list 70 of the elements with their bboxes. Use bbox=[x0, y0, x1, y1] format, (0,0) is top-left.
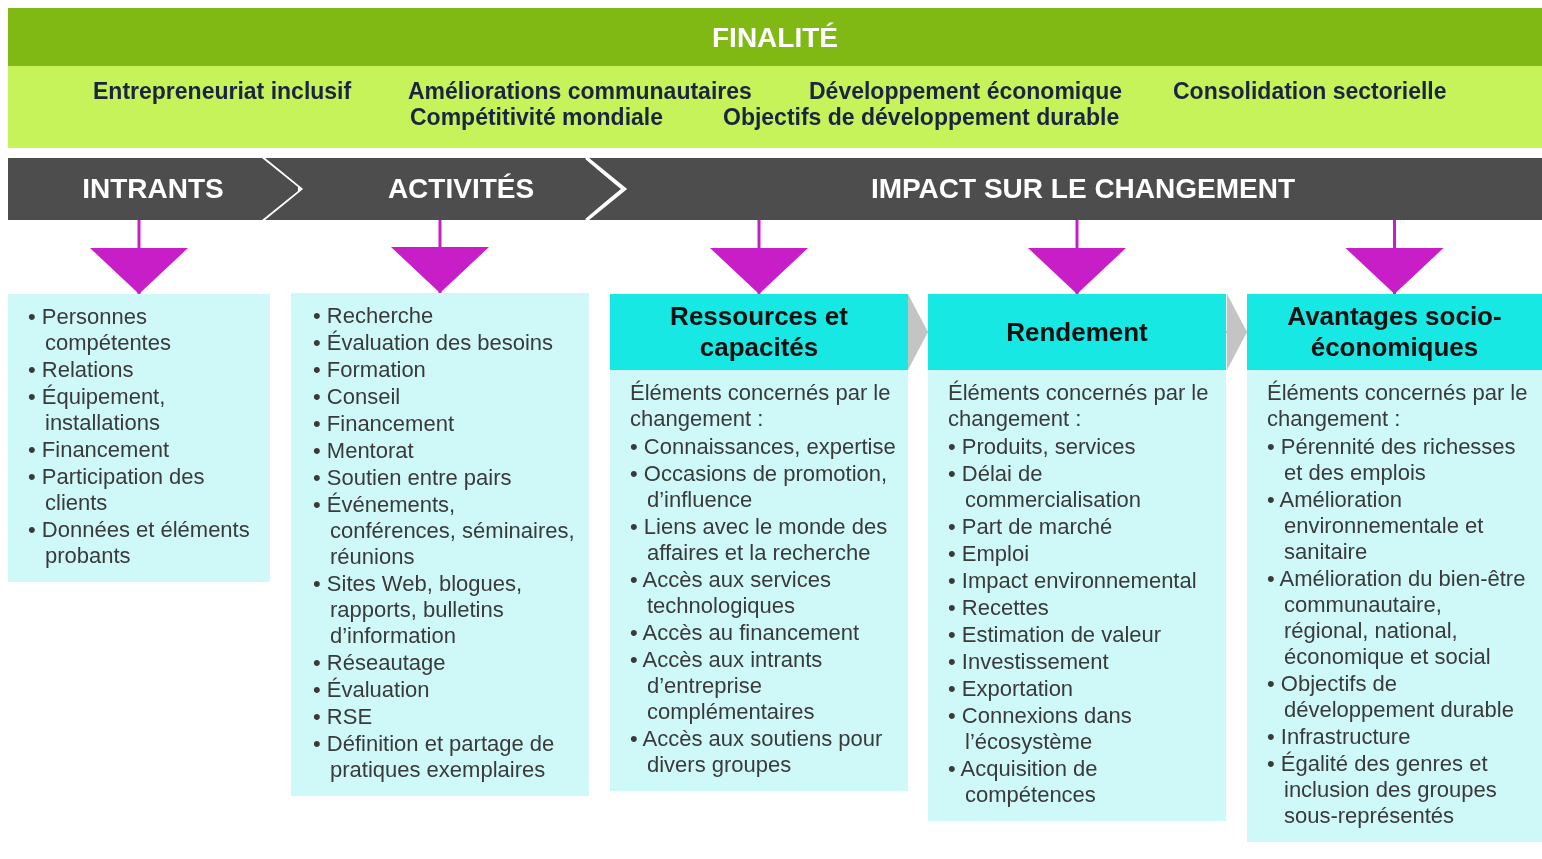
list-item: • Égalité des genres et inclusion des groupes sous-représentés bbox=[1267, 751, 1498, 829]
list-item: • Connexions dans l’écosystème bbox=[948, 703, 1133, 755]
list-panel bbox=[8, 294, 270, 582]
list-item: • Soutien entre pairs bbox=[313, 465, 513, 491]
goal-text: Consolidation sectorielle bbox=[1173, 78, 1447, 105]
goal-text: Compétitivité mondiale bbox=[410, 104, 664, 131]
list-item: • Emploi bbox=[948, 541, 1031, 567]
list-item: • Connaissances, expertise bbox=[630, 434, 897, 460]
list-item: • Définition et partage de pratiques exemplaires bbox=[313, 731, 556, 783]
list-item: • Exportation bbox=[948, 676, 1075, 702]
list-item: • Part de marché bbox=[948, 514, 1114, 540]
list-item: • Conseil bbox=[313, 384, 402, 410]
goal-text: Objectifs de développement durable bbox=[723, 104, 1120, 131]
list-item: • Occasions de promotion, d’influence bbox=[630, 461, 889, 513]
list-item: • Formation bbox=[313, 357, 427, 383]
list-item: • Financement bbox=[313, 411, 455, 437]
arrow bbox=[908, 294, 928, 370]
down-arrow bbox=[1028, 220, 1126, 294]
intro-text: Éléments concernés par le changement : bbox=[948, 380, 1210, 432]
list-item: • Acquisition de compétences bbox=[948, 756, 1099, 808]
header-band bbox=[8, 8, 1542, 66]
card-heading: Avantages socio-économiques bbox=[1247, 294, 1542, 370]
list-item: • Objectifs de développement durable bbox=[1267, 671, 1515, 723]
list-item: • Participation des clients bbox=[28, 464, 206, 516]
list-item: • Estimation de valeur bbox=[948, 622, 1163, 648]
down-arrow bbox=[90, 220, 188, 294]
down-arrow bbox=[1345, 220, 1444, 294]
list-item: • Liens avec le monde des affaires et la recherche bbox=[630, 514, 889, 566]
list-item: • Évaluation bbox=[313, 677, 431, 703]
list-item: • Personnes compétentes bbox=[28, 304, 172, 356]
goal-text: Améliorations communautaires bbox=[408, 78, 752, 105]
card-heading: Ressources et capacités bbox=[610, 294, 908, 370]
goal-text: Entrepreneuriat inclusif bbox=[93, 78, 352, 105]
list-item: • Impact environnemental bbox=[948, 568, 1198, 594]
list-item: • Recherche bbox=[313, 303, 435, 329]
list-item: • Accès aux soutiens pour divers groupes bbox=[630, 726, 884, 778]
list-item: • Financement bbox=[28, 437, 170, 463]
list-item: • Équipement, installations bbox=[28, 384, 167, 436]
list-item: • Amélioration environnementale et sanitaire bbox=[1267, 487, 1485, 565]
list-item: • Produits, services bbox=[948, 434, 1137, 460]
goals-band bbox=[8, 66, 1542, 148]
column-card bbox=[610, 294, 908, 791]
list-item: • RSE bbox=[313, 704, 374, 730]
list-item: • Recettes bbox=[948, 595, 1050, 621]
goal-text: Développement économique bbox=[809, 78, 1123, 105]
list-item: • Évaluation des besoins bbox=[313, 330, 555, 356]
card-heading: Rendement bbox=[928, 294, 1226, 370]
list-item: • Données et éléments probants bbox=[28, 517, 251, 569]
list-item: • Pérennité des richesses et des emplois bbox=[1267, 434, 1517, 486]
list-item: • Réseautage bbox=[313, 650, 447, 676]
list-item: • Relations bbox=[28, 357, 135, 383]
list-item: • Investissement bbox=[948, 649, 1110, 675]
band-title: FINALITÉ bbox=[712, 22, 838, 54]
list-item: • Accès aux intrants d’entreprise complémentaires bbox=[630, 647, 824, 725]
column-card bbox=[1247, 294, 1542, 842]
list-panel bbox=[291, 293, 589, 796]
list-item: • Mentorat bbox=[313, 438, 415, 464]
list-item: • Accès aux services technologiques bbox=[630, 567, 832, 619]
intro-text: Éléments concernés par le changement : bbox=[1267, 380, 1528, 432]
list-item: • Accès au financement bbox=[630, 620, 861, 646]
list-item: • Infrastructure bbox=[1267, 724, 1412, 750]
list-item: • Délai de commercialisation bbox=[948, 461, 1143, 513]
arrow bbox=[1226, 294, 1247, 370]
column-card bbox=[928, 294, 1226, 821]
intro-text: Éléments concernés par le changement : bbox=[630, 380, 892, 432]
down-arrow bbox=[710, 220, 808, 294]
list-item: • Amélioration du bien-être communautaire, régional, national, économique et social bbox=[1267, 566, 1527, 670]
list-item: • Événements, conférences, séminaires, réunions bbox=[313, 492, 576, 570]
list-item: • Sites Web, blogues, rapports, bulletins d’information bbox=[313, 571, 524, 649]
down-arrow bbox=[391, 220, 489, 293]
